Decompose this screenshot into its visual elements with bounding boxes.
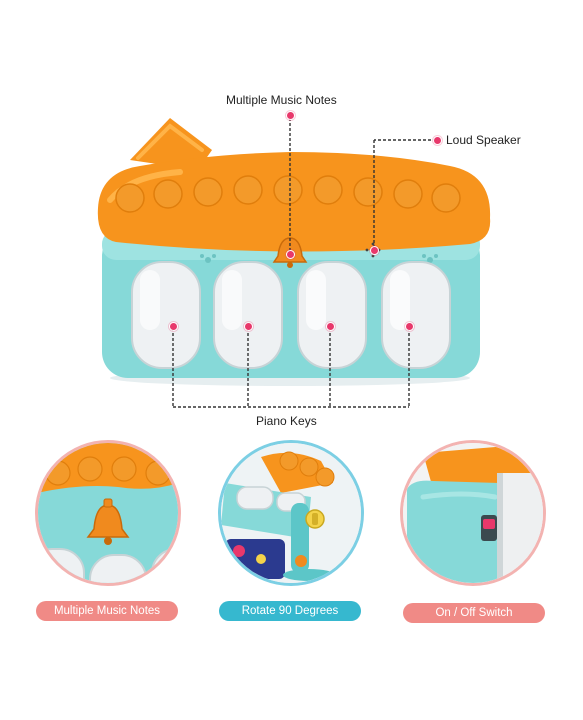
feature-circle-rotate (218, 440, 364, 586)
piano-key-4-dot (405, 322, 414, 331)
bell-icon (86, 498, 130, 545)
music-notes-closeup (38, 443, 178, 583)
feature-label-switch: On / Off Switch (403, 603, 545, 623)
piano-toy-drawing (97, 118, 491, 386)
piano-keys-callout: Piano Keys (256, 414, 317, 428)
music-notes-callout: Multiple Music Notes (226, 93, 337, 107)
music-notes-top-dot (286, 111, 295, 120)
piano-toy-illustration (90, 110, 500, 390)
feature-circle-switch (400, 440, 546, 586)
feature-label-rotate: Rotate 90 Degrees (219, 601, 361, 621)
piano-key-1-dot (169, 322, 178, 331)
switch-closeup (403, 443, 543, 583)
piano-key-3-dot (326, 322, 335, 331)
feature-circle-music-notes (35, 440, 181, 586)
loud-speaker-callout: Loud Speaker (446, 133, 521, 147)
rotate-closeup (221, 443, 361, 583)
music-notes-bell-dot (286, 250, 295, 259)
piano-key-2-dot (244, 322, 253, 331)
callout-lines (172, 118, 436, 408)
loud-speaker-grille-dot (370, 246, 379, 255)
feature-label-music-notes: Multiple Music Notes (36, 601, 178, 621)
loud-speaker-end-dot (433, 136, 442, 145)
